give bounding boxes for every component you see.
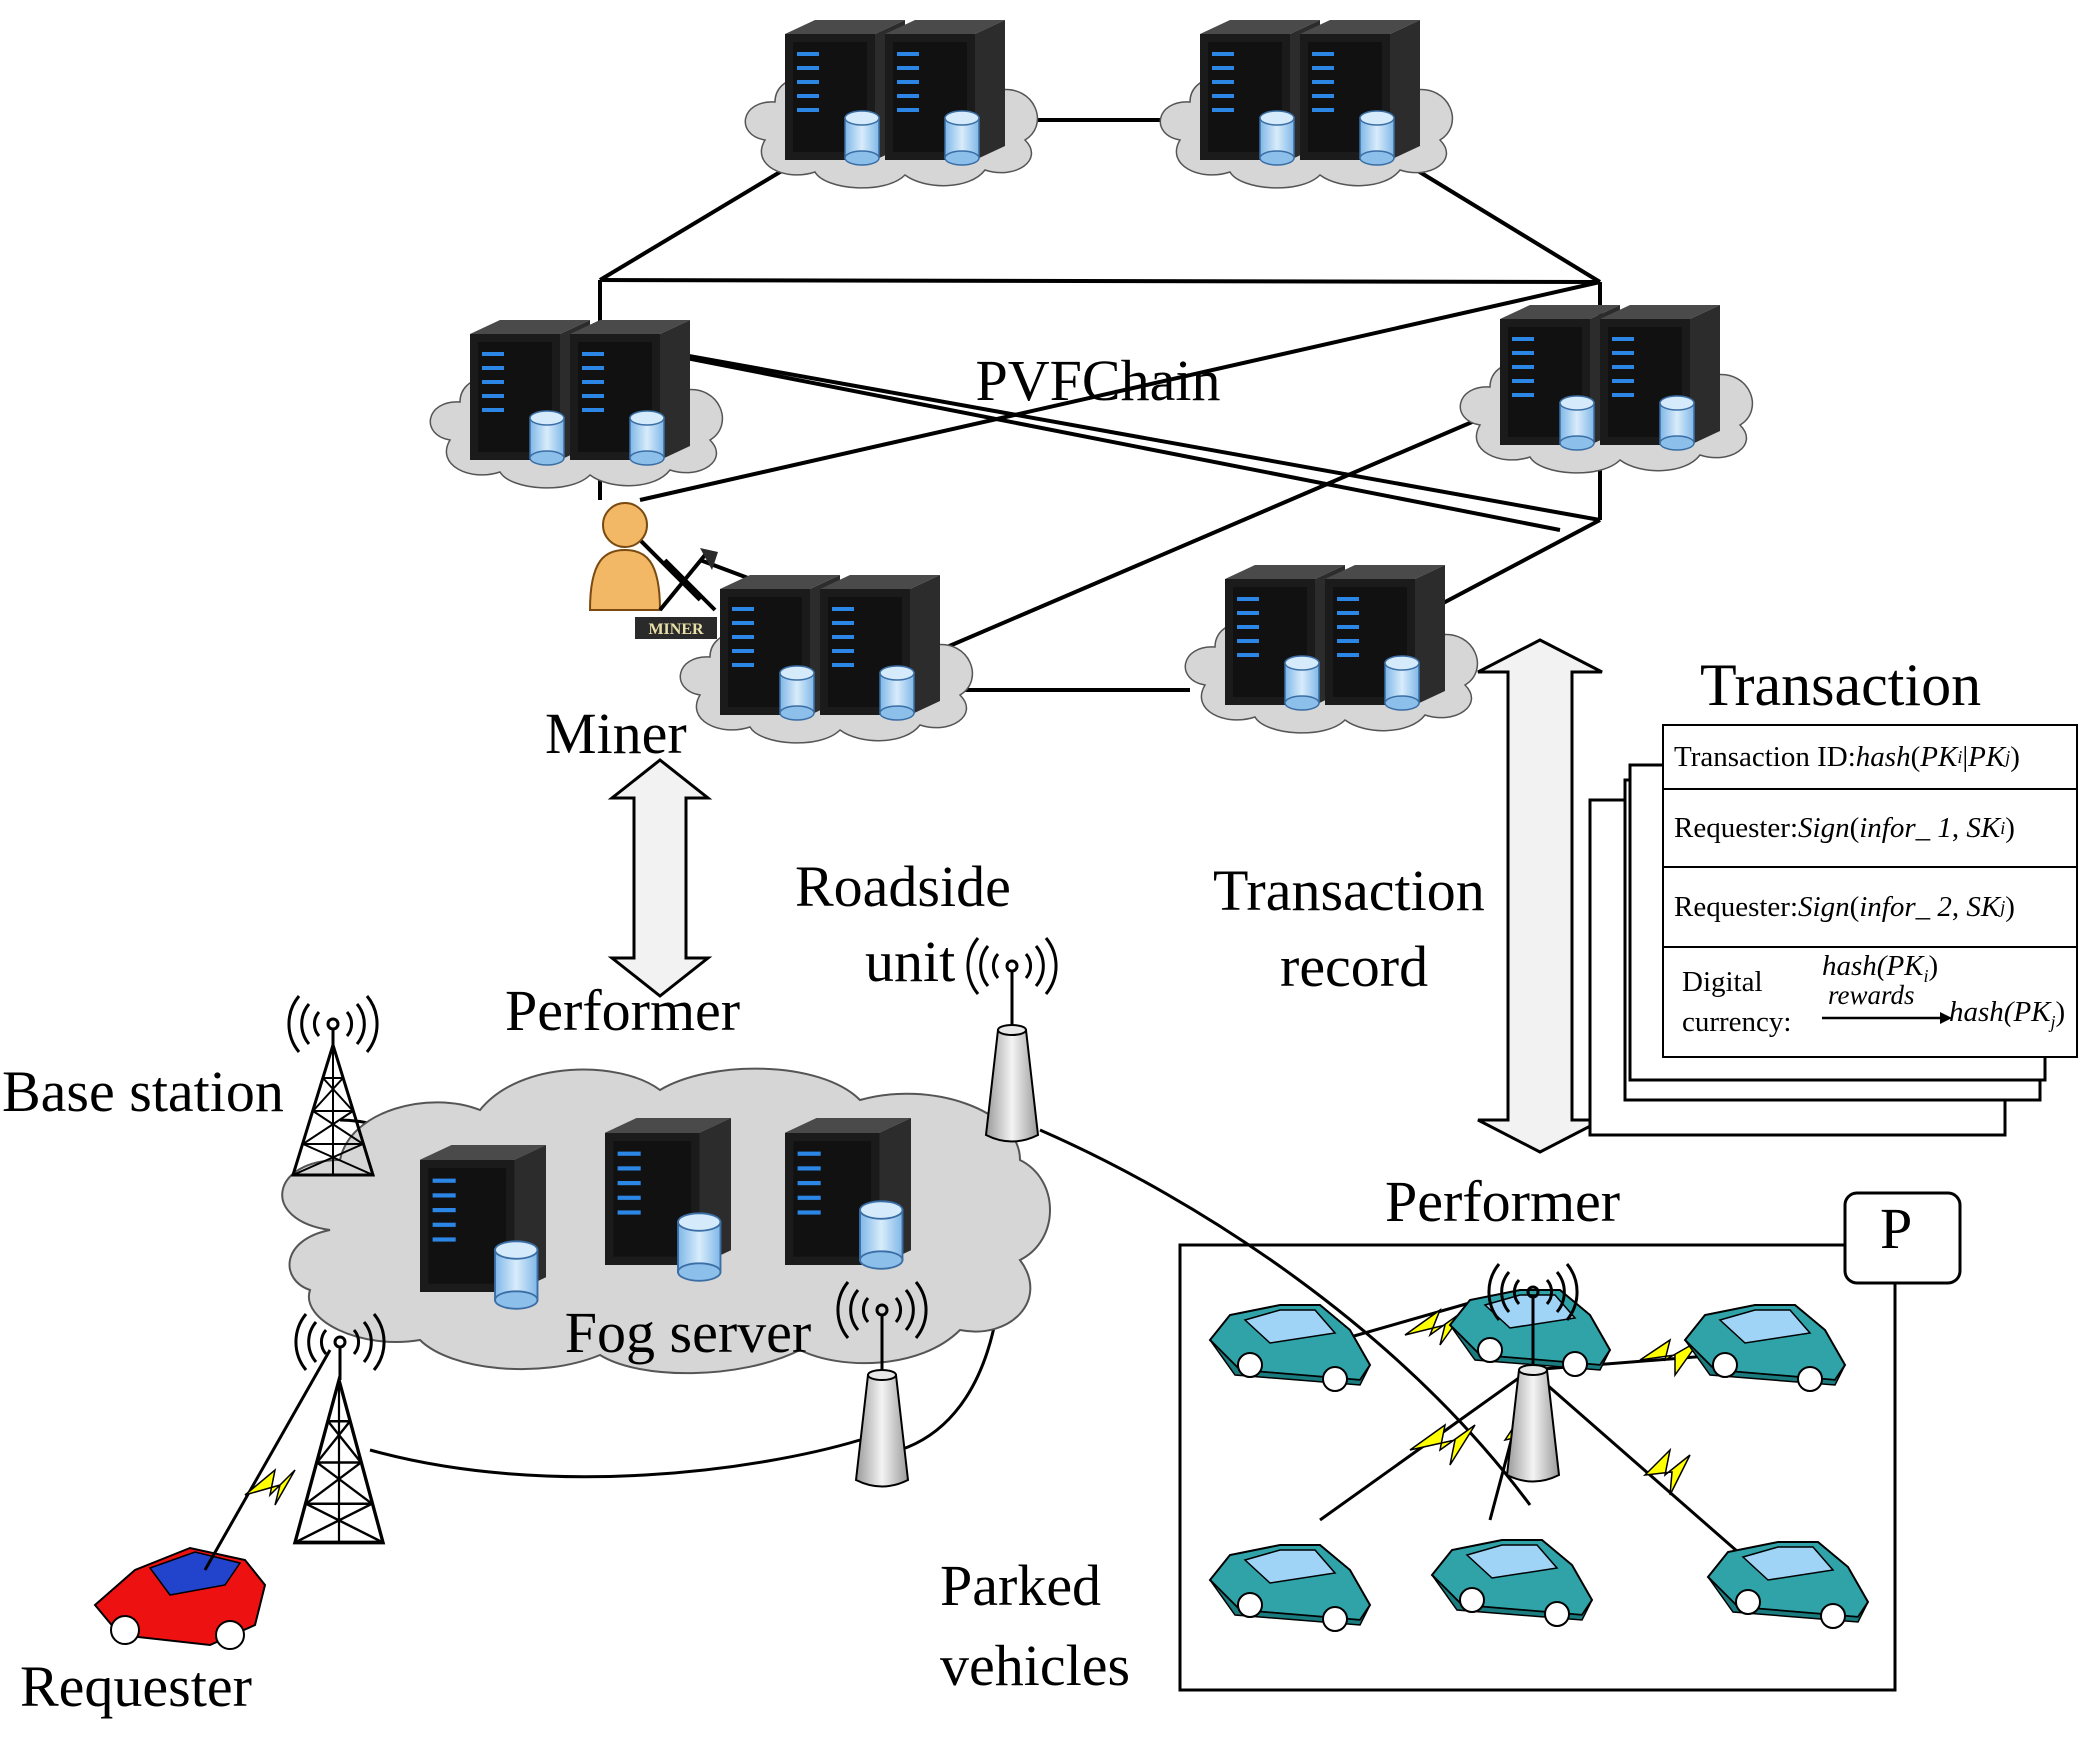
base-station-icon — [287, 994, 379, 1177]
roadside-unit-fog-icon — [836, 1280, 928, 1488]
transaction-record-arrow — [1477, 638, 1603, 1154]
parked-car-6 — [1707, 1541, 1869, 1629]
miner-badge: MINER — [648, 621, 704, 638]
performer-label-fog: Performer — [505, 978, 741, 1043]
roadside-unit-icon — [966, 936, 1058, 1143]
fog-server-label: Fog server — [565, 1300, 811, 1365]
blockchain-node-bottom-right — [1185, 565, 1477, 733]
chain-name: PVFChain — [976, 348, 1221, 413]
blockchain-node-top-right — [1160, 20, 1452, 188]
transaction-title: Transaction — [1700, 652, 1982, 718]
miner-label: Miner — [545, 701, 687, 766]
parked-vehicles-label-line2: vehicles — [940, 1633, 1131, 1698]
parked-car-5 — [1431, 1539, 1593, 1627]
parking-sign-letter: P — [1880, 1196, 1913, 1261]
blockchain-node-top-left — [745, 20, 1037, 188]
base-station-requester-icon — [293, 1312, 386, 1545]
requester-label: Requester — [20, 1654, 252, 1719]
blockchain-node-left — [430, 320, 722, 488]
parking-roadside-unit-icon — [1487, 1262, 1579, 1483]
parking-sign — [1843, 1191, 1962, 1285]
digital-currency-row: Digital currency: hash(PKi) rewards hash… — [1682, 950, 2066, 1038]
parked-vehicles-area — [1178, 1243, 1897, 1692]
performer-label-parked: Performer — [1385, 1169, 1621, 1234]
reward-target: hash(PKj) — [1949, 996, 2066, 1032]
blockchain-node-bottom-left — [680, 575, 972, 743]
rewards-arrow — [1822, 1012, 1952, 1024]
rewards-arrow-label: rewards — [1828, 980, 1915, 1010]
transaction-record-label-line1: Transaction — [1213, 858, 1485, 923]
miner-performer-arrow — [607, 758, 713, 998]
blockchain-node-right — [1460, 305, 1752, 473]
reward-source: hash(PKi) — [1822, 950, 1939, 986]
parked-car-2 — [1449, 1289, 1611, 1377]
parked-car-4 — [1209, 1544, 1371, 1632]
base-station-label: Base station — [2, 1059, 284, 1124]
parked-car-3 — [1684, 1304, 1846, 1392]
roadside-unit-label-line2: unit — [865, 929, 956, 994]
miner-icon: MINER — [588, 502, 718, 639]
requester-car-icon — [93, 1349, 332, 1650]
parked-vehicles-label-line1: Parked — [940, 1553, 1102, 1618]
roadside-unit-label-line1: Roadside — [795, 854, 1011, 919]
transaction-record-label-line2: record — [1280, 934, 1429, 999]
